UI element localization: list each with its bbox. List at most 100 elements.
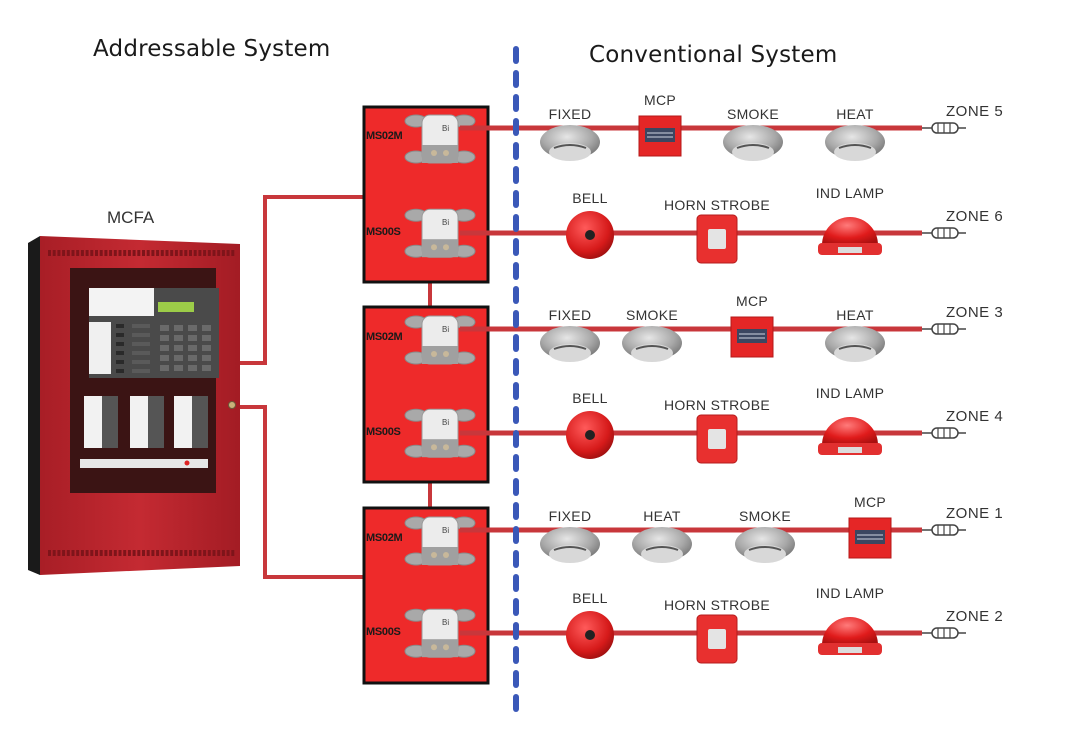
- module-logo: Bi: [442, 218, 449, 227]
- zone-label: ZONE 6: [946, 208, 1004, 225]
- vent-slot: [90, 550, 94, 556]
- terminal-screw: [431, 552, 437, 558]
- function-key: [132, 342, 150, 346]
- vent-slot: [146, 550, 150, 556]
- indicator-led: [116, 324, 124, 328]
- device-label: HEAT: [836, 106, 874, 122]
- indicator-led: [116, 333, 124, 337]
- device-label: SMOKE: [738, 508, 792, 524]
- module-label: MS02M: [366, 331, 403, 343]
- keypad-key: [174, 335, 183, 341]
- vent-slot: [212, 250, 216, 256]
- divider-segment: [513, 622, 519, 640]
- divider-segment: [513, 142, 519, 160]
- device-label: HORN STROBE: [664, 397, 770, 413]
- vent-slot: [48, 550, 51, 556]
- divider-segment: [513, 46, 519, 64]
- divider-segment: [513, 694, 519, 712]
- eol-resistor-icon: [922, 227, 966, 239]
- detector-vent: [748, 546, 782, 551]
- vent-slot: [179, 250, 183, 256]
- vent-slot: [95, 250, 98, 256]
- terminal-screw: [443, 351, 449, 357]
- horn-strobe-icon: [696, 614, 738, 664]
- device-label: IND LAMP: [815, 585, 885, 601]
- divider-segment: [513, 334, 519, 352]
- vent-slot: [146, 250, 150, 256]
- vent-slot: [132, 550, 136, 556]
- vent-slot: [80, 550, 84, 556]
- eol-resistor-icon: [922, 122, 966, 134]
- detector-vent: [645, 546, 679, 551]
- keypad-key: [202, 345, 211, 351]
- module-logo: Bi: [442, 418, 449, 427]
- divider-segment: [513, 526, 519, 544]
- bell-striker: [585, 430, 595, 440]
- printer-window: [89, 288, 154, 316]
- divider-segment: [513, 358, 519, 376]
- vent-slot: [132, 250, 136, 256]
- annunciator-card: [130, 396, 148, 448]
- keypad-key: [188, 345, 197, 351]
- zone-label: ZONE 4: [946, 408, 1004, 425]
- detector-chamber: [744, 545, 786, 563]
- vent-slot: [66, 550, 70, 556]
- vent-slot: [203, 250, 207, 256]
- mcp-glass: [737, 329, 767, 343]
- vent-slot: [170, 550, 174, 556]
- bell-striker: [585, 230, 595, 240]
- led-label-card: [89, 322, 111, 374]
- keypad-key: [174, 355, 183, 361]
- vent-slot: [165, 550, 169, 556]
- vent-slot: [71, 550, 75, 556]
- vent-slot: [189, 550, 192, 556]
- bell-icon: [566, 611, 614, 659]
- detector-vent: [838, 345, 872, 350]
- keypad-key: [174, 325, 183, 331]
- vent-slot: [118, 250, 122, 256]
- eol-resistor-icon: [922, 323, 966, 335]
- smoke-detector-icon: [825, 125, 885, 161]
- resistor-body: [931, 122, 959, 134]
- eol-resistor-icon: [922, 627, 966, 639]
- keypad-key: [188, 365, 197, 371]
- zone-row: [566, 211, 882, 264]
- divider-segment: [513, 190, 519, 208]
- smoke-detector-icon: [540, 326, 600, 362]
- keypad-key: [188, 335, 197, 341]
- module-label: MS00S: [366, 626, 401, 639]
- vent-slot: [85, 250, 89, 256]
- indicator-lamp-icon: [818, 417, 882, 455]
- vent-slot: [165, 250, 169, 256]
- terminal-block: [422, 145, 458, 163]
- divider-segment: [513, 238, 519, 256]
- vent-slot: [203, 550, 207, 556]
- divider-segment: [513, 166, 519, 184]
- vent-slot: [113, 550, 117, 556]
- vent-slot: [198, 550, 202, 556]
- vent-slot: [95, 550, 98, 556]
- mcp-glass: [855, 530, 885, 544]
- vent-slot: [160, 550, 164, 556]
- detector-vent: [553, 345, 587, 350]
- zone-row: [566, 611, 882, 664]
- detector-vent: [553, 546, 587, 551]
- divider-segment: [513, 670, 519, 688]
- strobe-lens: [708, 629, 726, 649]
- strobe-lens: [708, 429, 726, 449]
- addressable-system-title: Addressable System: [93, 36, 331, 62]
- vent-slot: [57, 550, 61, 556]
- detector-vent: [635, 345, 669, 350]
- function-key: [132, 360, 150, 364]
- detector-vent: [736, 144, 770, 149]
- detector-chamber: [834, 344, 876, 362]
- lamp-dome: [822, 417, 878, 445]
- manual-call-point-icon: [730, 316, 774, 358]
- vent-slot: [221, 250, 225, 256]
- module-label: MS00S: [366, 426, 401, 439]
- module-label: MS02M: [366, 130, 403, 142]
- annunciator-card: [84, 396, 102, 448]
- mcfa-label: MCFA: [107, 208, 155, 227]
- lamp-plate: [838, 647, 862, 653]
